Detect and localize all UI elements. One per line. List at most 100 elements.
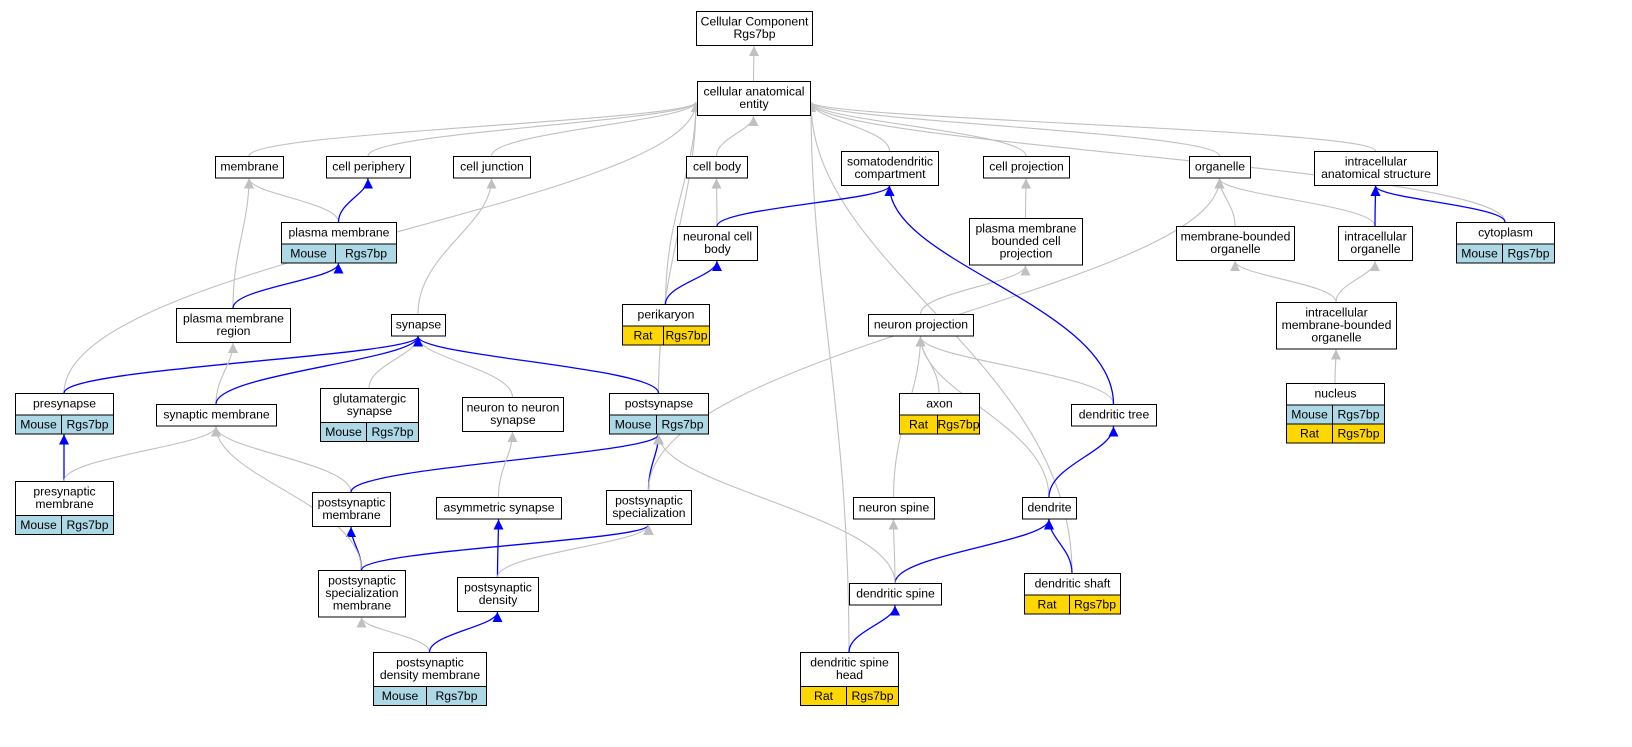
node-label: neuronal cell [683, 230, 752, 244]
node-box [462, 397, 564, 432]
edge-plasma-membrane-to-membrane [244, 178, 340, 223]
species-cell: Mouse [325, 425, 362, 439]
edge-postsynaptic-membrane-to-synaptic-membrane [211, 426, 352, 493]
edge-cell-body-to-cae [715, 115, 759, 157]
node-label: anatomical structure [1321, 167, 1431, 181]
gene-cell: Rgs7bp [661, 418, 703, 432]
edge-presynapse-to-synapse [63, 335, 423, 394]
node-box [326, 156, 411, 179]
edge-psd-membrane-to-postsynaptic-density [428, 611, 503, 653]
edge-dendritic-spine-to-postsynapse [653, 434, 896, 584]
edge-perikaryon-to-neuronal-cell-body [664, 260, 722, 305]
node-synapse[interactable]: synapse [391, 314, 446, 337]
node-dendritic-spine[interactable]: dendritic spine [849, 583, 942, 606]
node-dendrite[interactable]: dendrite [1022, 497, 1077, 520]
node-organelle[interactable]: organelle [1189, 156, 1251, 179]
node-box [1276, 302, 1397, 350]
node-label: nucleus [1314, 387, 1356, 401]
node-label: entity [739, 97, 769, 111]
species-cell: Mouse [20, 418, 57, 432]
node-synaptic-membrane[interactable]: synaptic membrane [156, 404, 277, 427]
node-label: organelle [1210, 242, 1260, 256]
gene-cell-box [61, 414, 114, 435]
node-box [176, 308, 291, 343]
node-cell-junction[interactable]: cell junction [453, 156, 531, 179]
node-asymmetric-synapse[interactable]: asymmetric synapse [436, 497, 562, 520]
node-label: head [836, 668, 863, 682]
edge-pm-region-to-membrane [232, 178, 254, 309]
edge-synaptic-membrane-to-synapse [215, 336, 423, 405]
node-box [318, 570, 406, 618]
node-box [1176, 226, 1295, 261]
node-box [156, 404, 277, 427]
node-label: dendritic shaft [1035, 577, 1111, 591]
node-box [15, 481, 114, 516]
node-cell-periphery[interactable]: cell periphery [326, 156, 411, 179]
node-label: membrane [322, 508, 380, 522]
node-label: dendritic tree [1079, 408, 1150, 422]
node-box [312, 492, 391, 527]
edge-cell-periphery-to-cae [367, 101, 701, 157]
node-label: postsynaptic [396, 656, 464, 670]
node-label: synaptic membrane [163, 408, 270, 422]
edge-intracellular-mbo-to-intracellular-organelle [1335, 260, 1380, 303]
node-box [868, 314, 974, 337]
node-box [849, 583, 942, 606]
edge-intracellular-mbo-to-membrane-bounded-organelle [1230, 260, 1337, 303]
node-label: dendrite [1027, 501, 1071, 515]
node-box [215, 156, 284, 179]
node-label: membrane-bounded [1282, 318, 1392, 332]
node-label: intracellular [1345, 155, 1407, 169]
node-label: membrane [35, 497, 93, 511]
node-membrane[interactable]: membrane [215, 156, 284, 179]
node-label: plasma membrane [289, 226, 390, 240]
node-box [697, 81, 811, 116]
node-cell-projection[interactable]: cell projection [983, 156, 1070, 179]
edge-postsynapse-to-synapse [413, 336, 660, 394]
node-dendritic-tree[interactable]: dendritic tree [1071, 404, 1157, 427]
node-box [457, 577, 539, 612]
node-neuron-spine[interactable]: neuron spine [853, 497, 935, 520]
edge-plasma-membrane-to-cell-periphery [337, 178, 373, 223]
edge-neuronal-cell-body-to-somatodendritic [716, 185, 895, 227]
species-cell: Mouse [382, 689, 419, 703]
node-label: density [479, 593, 519, 607]
node-label: bounded cell [991, 234, 1060, 248]
node-label: somatodendritic [847, 155, 933, 169]
node-label: neuron projection [874, 318, 968, 332]
edge-dendrite-to-neuron-projection [915, 336, 1050, 498]
node-neuron-projection[interactable]: neuron projection [868, 314, 974, 337]
node-box [606, 490, 692, 525]
node-label: postsynaptic [615, 494, 683, 508]
node-label: plasma membrane [183, 312, 284, 326]
node-cell-body[interactable]: cell body [686, 156, 748, 179]
edge-synapse-to-cell-junction [417, 178, 497, 315]
